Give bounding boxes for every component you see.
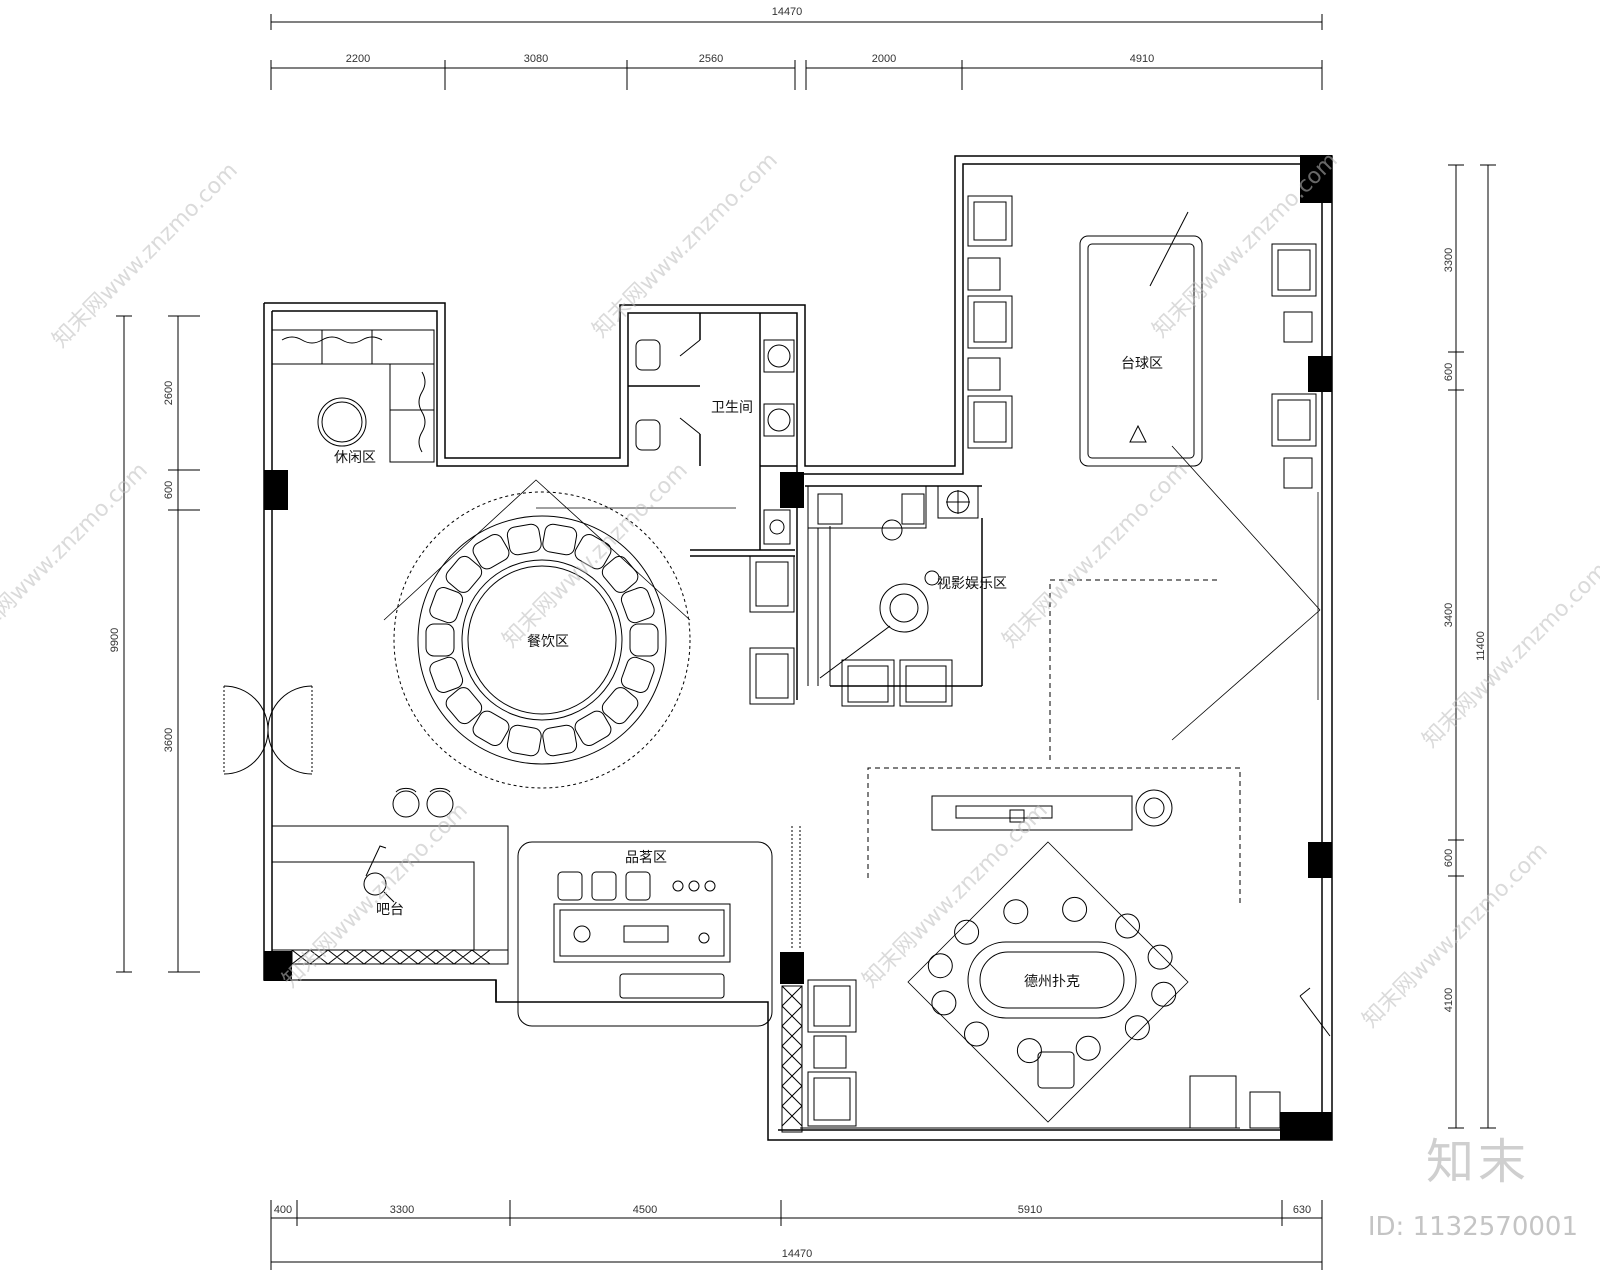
- dim-left-2: 600: [163, 481, 175, 499]
- poker-chair: [1062, 896, 1088, 922]
- dining-area: [383, 479, 736, 789]
- tea-area: [517, 841, 773, 1027]
- watermark-layer: 知末网www.znzmo.com 知末网www.znzmo.com 知末网www.z…: [0, 148, 1600, 1033]
- dining-chair: [429, 587, 464, 624]
- label-billiards: 台球区: [1121, 356, 1163, 372]
- right-dimensions: [1448, 164, 1496, 1129]
- dim-bottom-3: 4500: [633, 1204, 657, 1216]
- dining-chair: [620, 656, 655, 693]
- entrance-doors: [223, 680, 313, 776]
- image-id-watermark: ID: 1132570001: [1367, 1212, 1578, 1242]
- watermark-text: 知末网www.znzmo.com: [48, 158, 243, 353]
- partition-hatch: [781, 826, 803, 1133]
- dim-top-3: 2560: [699, 53, 723, 65]
- poker-chair: [1003, 899, 1029, 925]
- billiards-area: [967, 195, 1321, 760]
- dining-chair: [425, 623, 455, 657]
- label-bar: 吧台: [376, 902, 404, 918]
- poker-chair: [1075, 1035, 1101, 1061]
- poker-chair: [1124, 1015, 1150, 1041]
- dim-bottom-1: 400: [274, 1204, 292, 1216]
- dining-chair: [445, 687, 483, 725]
- dining-chairs: [425, 523, 659, 757]
- dim-left-3: 3600: [163, 728, 175, 752]
- dining-chair: [542, 724, 578, 757]
- watermark-text: 知末网www.znzmo.com: [998, 458, 1193, 653]
- dim-right-3: 3400: [1443, 603, 1455, 627]
- bar-counter: [272, 787, 509, 965]
- poker-chair: [931, 990, 957, 1016]
- poker-chairs: [927, 896, 1177, 1064]
- left-dimensions: [116, 315, 200, 973]
- dim-right-1: 3300: [1443, 248, 1455, 272]
- poker-chair: [964, 1021, 989, 1047]
- dim-bottom-total: 14470: [782, 1248, 813, 1260]
- dim-top-4: 2000: [872, 53, 896, 65]
- dining-chair: [574, 534, 612, 570]
- av-area: [749, 485, 979, 707]
- brand-watermark: 知末: [1425, 1134, 1530, 1190]
- poker-chair: [1016, 1038, 1042, 1064]
- top-dimensions: [270, 14, 1323, 90]
- watermark-text: 知末网www.znzmo.com: [498, 458, 693, 653]
- bottom-dimensions: [270, 1200, 1323, 1270]
- watermark-text: 知末网www.znzmo.com: [0, 458, 153, 653]
- label-tea: 品茗区: [625, 850, 667, 866]
- watermark-text: 知末网www.znzmo.com: [1358, 838, 1553, 1033]
- poker-chair: [1147, 944, 1173, 970]
- dining-chair: [506, 523, 542, 556]
- watermark-text: 知末网www.znzmo.com: [858, 798, 1053, 993]
- dining-chair: [472, 710, 510, 746]
- dim-bottom-2: 3300: [390, 1204, 414, 1216]
- dim-bottom-5: 630: [1293, 1204, 1311, 1216]
- poker-chair: [1151, 981, 1177, 1007]
- dim-right-4: 600: [1443, 849, 1455, 867]
- label-restroom: 卫生间: [711, 400, 753, 416]
- watermark-text: 知末网www.znzmo.com: [1418, 558, 1600, 753]
- dim-left-total: 9900: [109, 628, 121, 652]
- poker-chair: [927, 953, 953, 979]
- dim-right-5: 4100: [1443, 988, 1455, 1012]
- dining-chair: [574, 710, 612, 746]
- dining-chair: [601, 555, 639, 593]
- dining-chair: [601, 687, 639, 725]
- dining-chair: [629, 623, 659, 657]
- dim-left-1: 2600: [163, 381, 175, 405]
- dining-chair: [506, 724, 542, 757]
- dim-top-5: 4910: [1130, 53, 1154, 65]
- poker-chair: [1115, 913, 1140, 939]
- dim-top-2: 3080: [524, 53, 548, 65]
- restroom-fixtures: [635, 339, 795, 545]
- dim-right-2: 600: [1443, 363, 1455, 381]
- label-lounge: 休闲区: [334, 450, 376, 466]
- dim-top-1: 2200: [346, 53, 370, 65]
- label-av: 视影娱乐区: [937, 576, 1007, 592]
- watermark-text: 知末网www.znzmo.com: [1148, 148, 1343, 343]
- dim-bottom-4: 5910: [1018, 1204, 1042, 1216]
- lounge-sofa: [271, 329, 435, 463]
- dining-chair: [445, 555, 483, 593]
- dining-chair: [542, 523, 578, 556]
- lounge-chairs-lower: [807, 979, 857, 1127]
- columns: [264, 155, 1332, 1140]
- poker-chair: [954, 919, 980, 945]
- dim-right-total: 11400: [1475, 631, 1487, 661]
- label-poker: 德州扑克: [1024, 974, 1080, 990]
- dining-chair: [429, 656, 464, 693]
- label-dining: 餐饮区: [527, 634, 569, 650]
- dim-top-total: 14470: [772, 6, 803, 18]
- dining-chair: [472, 534, 510, 570]
- poker-area: [800, 767, 1331, 1129]
- dining-chair: [620, 587, 655, 624]
